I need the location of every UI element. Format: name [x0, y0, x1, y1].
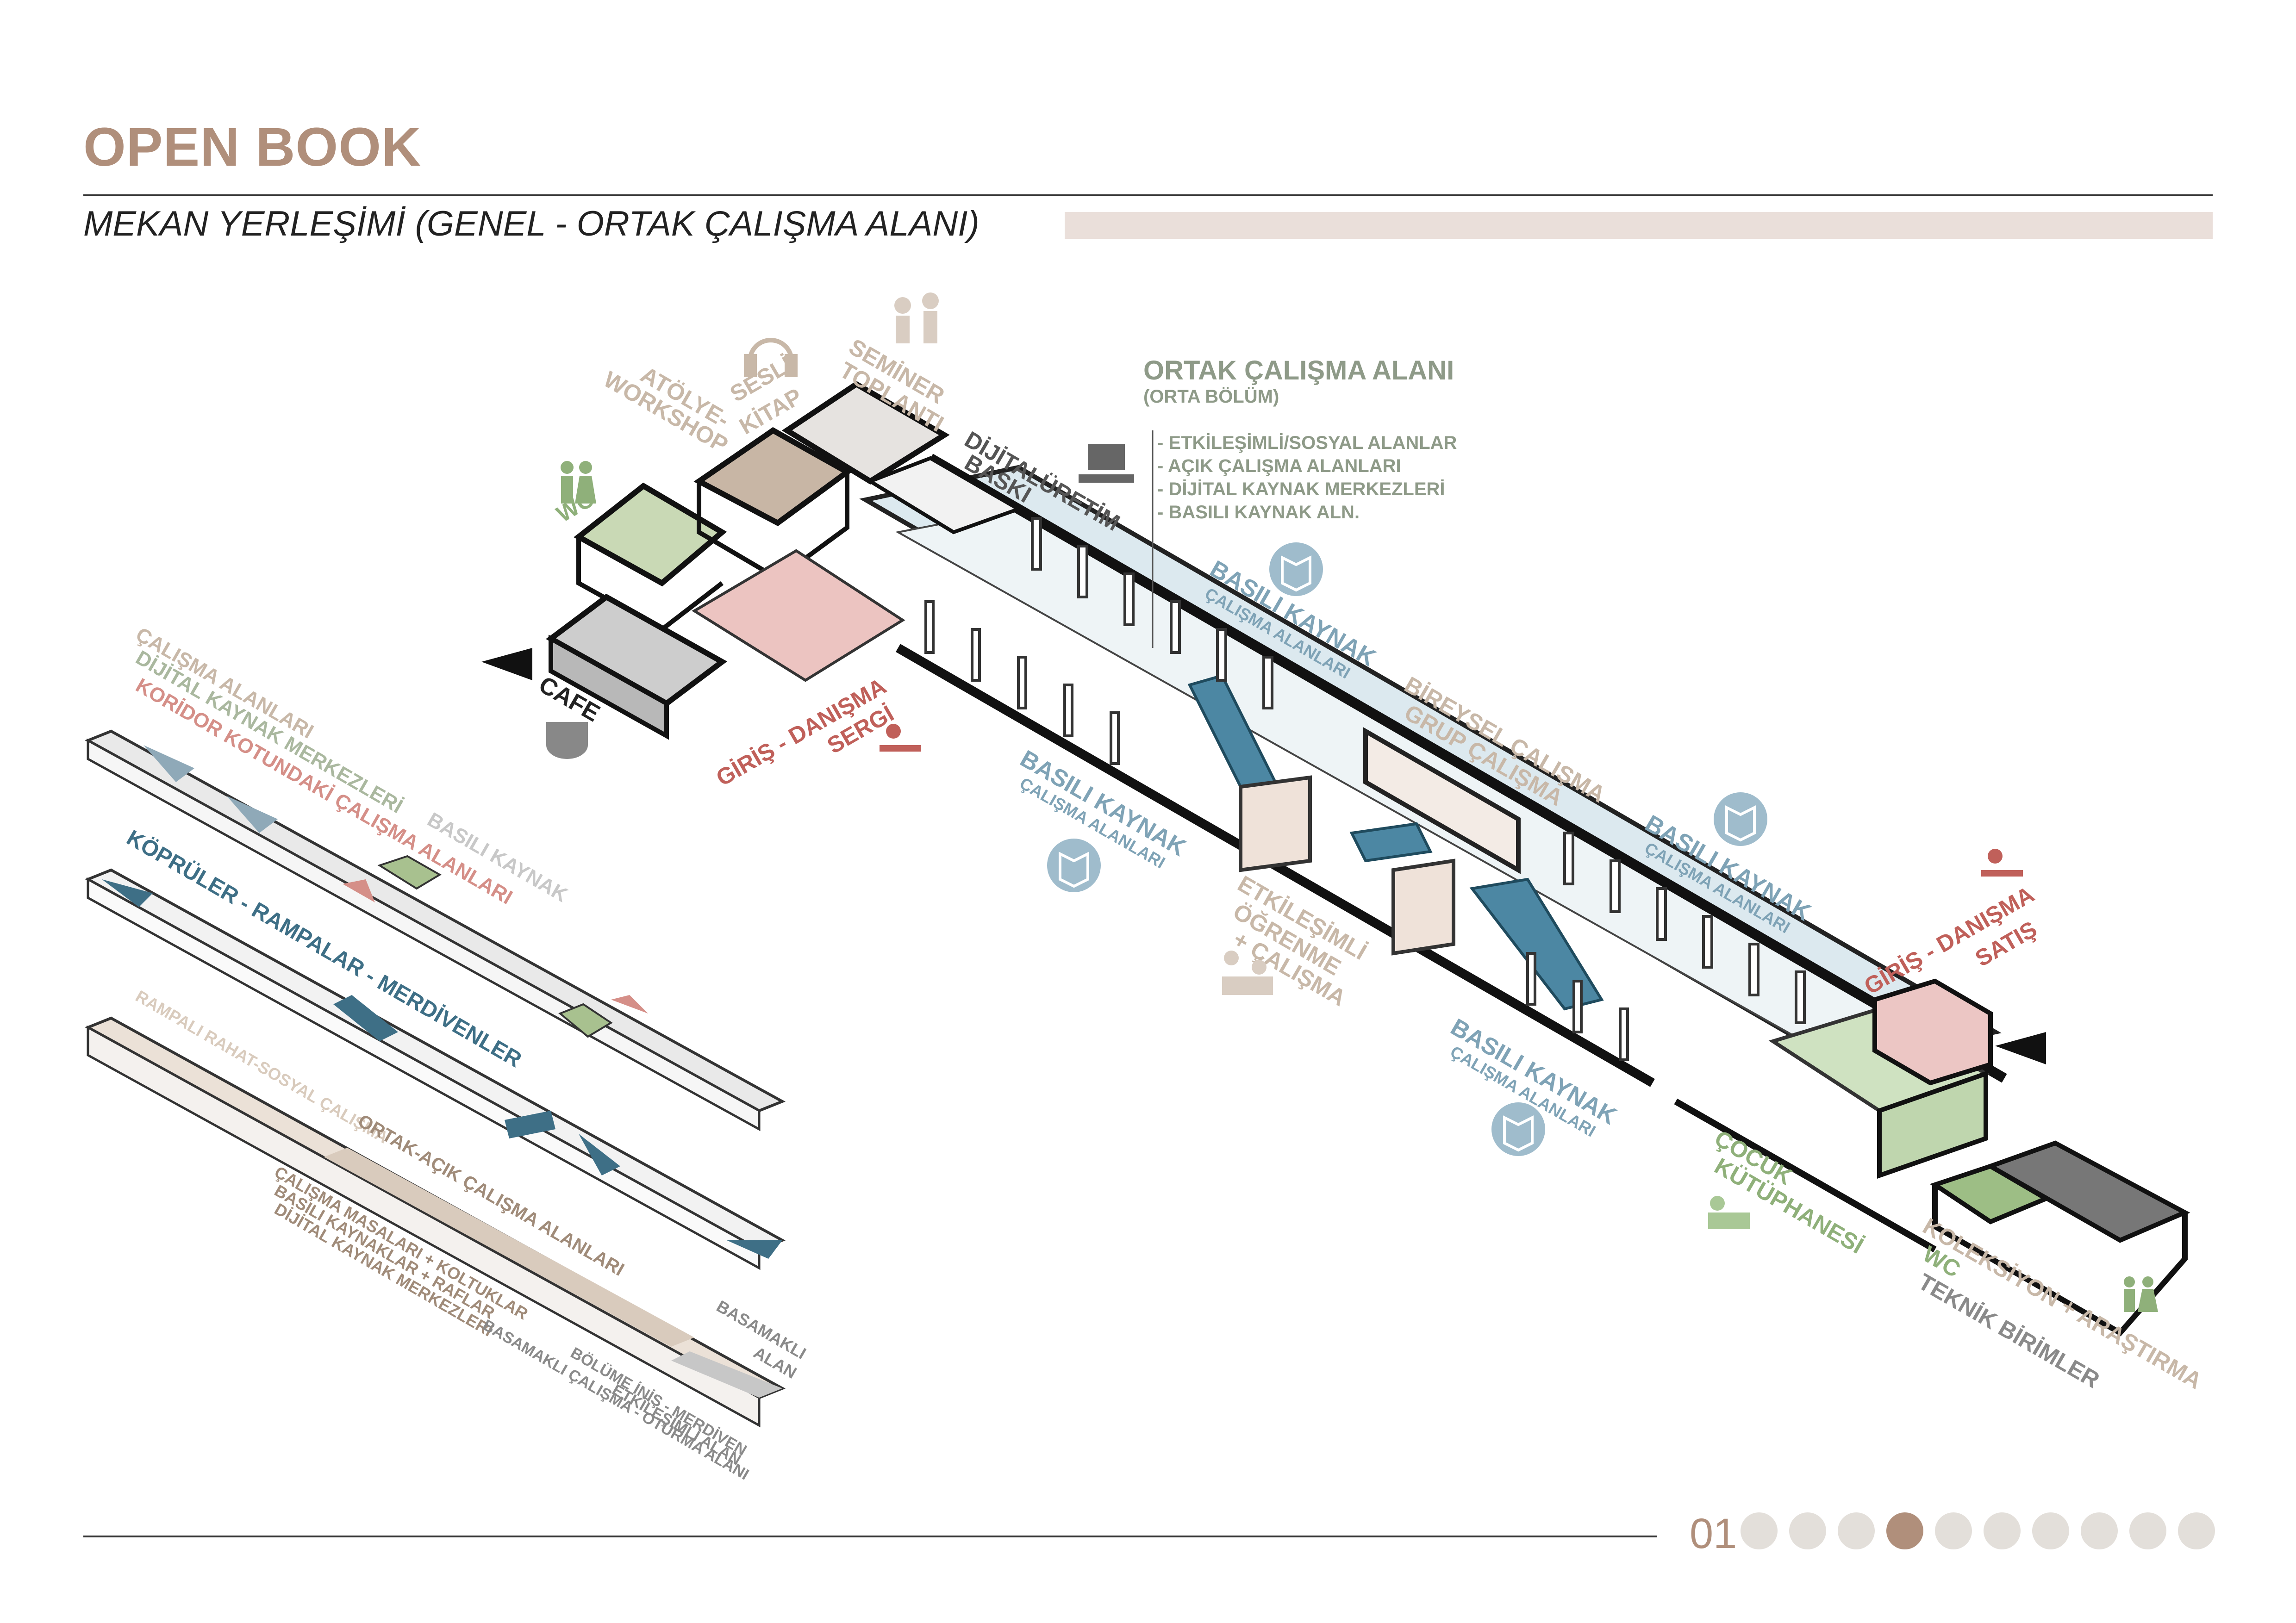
bridge-2 — [1349, 822, 1433, 863]
etkilesimli-box-2 — [1391, 858, 1455, 956]
subtitle-band — [1065, 212, 2213, 239]
column-row-north — [1031, 517, 1806, 1024]
pagination-dot-6[interactable] — [1984, 1512, 2021, 1549]
cafe-front — [549, 634, 669, 740]
giris-sergi-floor — [692, 549, 905, 682]
page-title: OPEN BOOK — [83, 117, 422, 178]
bireysel-box — [1363, 727, 1521, 874]
seminer-room — [781, 380, 950, 485]
ortak-item-4: - BASILI KAYNAK ALN. — [1157, 502, 1360, 522]
ortak-item-1: - ETKİLEŞİMLİ/SOSYAL ALANLAR — [1157, 433, 1457, 453]
cocuk-walls — [1877, 1070, 1988, 1179]
ortak-item-3: - DİJİTAL KAYNAK MERKEZLERİ — [1157, 479, 1445, 499]
page-subtitle: MEKAN YERLEŞİMİ (GENEL - ORTAK ÇALIŞMA A… — [83, 204, 980, 243]
main-building — [481, 380, 2190, 1337]
layer-bridge-1 — [102, 879, 153, 907]
south-wall-2 — [1674, 1098, 1937, 1253]
coffee-icon — [546, 722, 588, 759]
title-divider — [83, 194, 2213, 196]
ortak-info: ORTAK ÇALIŞMA ALANI (ORTA BÖLÜM) - ETKİL… — [1143, 355, 1457, 648]
book-icon-2 — [1047, 839, 1101, 892]
book-icon-4 — [1491, 1102, 1545, 1156]
pagination-dot-8[interactable] — [2081, 1512, 2118, 1549]
headphones-icon — [744, 338, 798, 377]
book-icon — [1269, 542, 1323, 596]
entrance-arrow-west — [481, 648, 532, 680]
pagination-dot-2[interactable] — [1789, 1512, 1826, 1549]
book-icon-3 — [1714, 792, 1767, 846]
desk-people-icon — [880, 724, 921, 752]
layer-bridges — [85, 868, 786, 1270]
ortak-title: ORTAK ÇALIŞMA ALANI — [1143, 355, 1454, 386]
pagination-dot-9[interactable] — [2129, 1512, 2166, 1549]
desk-people-icon-2 — [1981, 849, 2023, 877]
east-outer-wall — [1932, 1185, 2188, 1337]
layer-bridge-4 — [579, 1134, 620, 1175]
pagination-dot-10[interactable] — [2178, 1512, 2215, 1549]
dijital-room — [866, 456, 1023, 535]
pagination-dot-7[interactable] — [2032, 1512, 2069, 1549]
giris-satis-box — [1872, 978, 1993, 1086]
group-people-icon — [1222, 951, 1273, 995]
child-reading-icon — [1708, 1196, 1750, 1229]
layer-bridge-3 — [505, 1111, 555, 1138]
north-wall — [928, 454, 2007, 1083]
pagination-dot-3[interactable] — [1838, 1512, 1875, 1549]
wc-person-icon-2 — [2124, 1276, 2158, 1312]
layer-bridge-2 — [333, 995, 398, 1041]
layer-top — [85, 729, 786, 1132]
ortak-sub: (ORTA BÖLÜM) — [1143, 386, 1279, 407]
pagination-dot-4[interactable] — [1886, 1512, 1923, 1549]
wc-person-icon — [561, 461, 596, 504]
column-row-south — [924, 600, 1629, 1061]
etkilesimli-box — [1239, 775, 1312, 872]
footer-divider — [83, 1536, 1657, 1537]
pagination-dot-1[interactable] — [1741, 1512, 1778, 1549]
meeting-people-icon — [894, 292, 939, 343]
pagination-dot-5[interactable] — [1935, 1512, 1972, 1549]
monitor-icon — [1079, 444, 1134, 483]
layer-bridge-5 — [727, 1240, 782, 1259]
wc-room — [574, 482, 727, 587]
page-number: 01 — [1690, 1510, 1737, 1557]
layer-base — [85, 1016, 786, 1428]
entrance-arrow-east — [1995, 1032, 2046, 1064]
ortak-item-2: - AÇIK ÇALIŞMA ALANLARI — [1157, 456, 1401, 476]
